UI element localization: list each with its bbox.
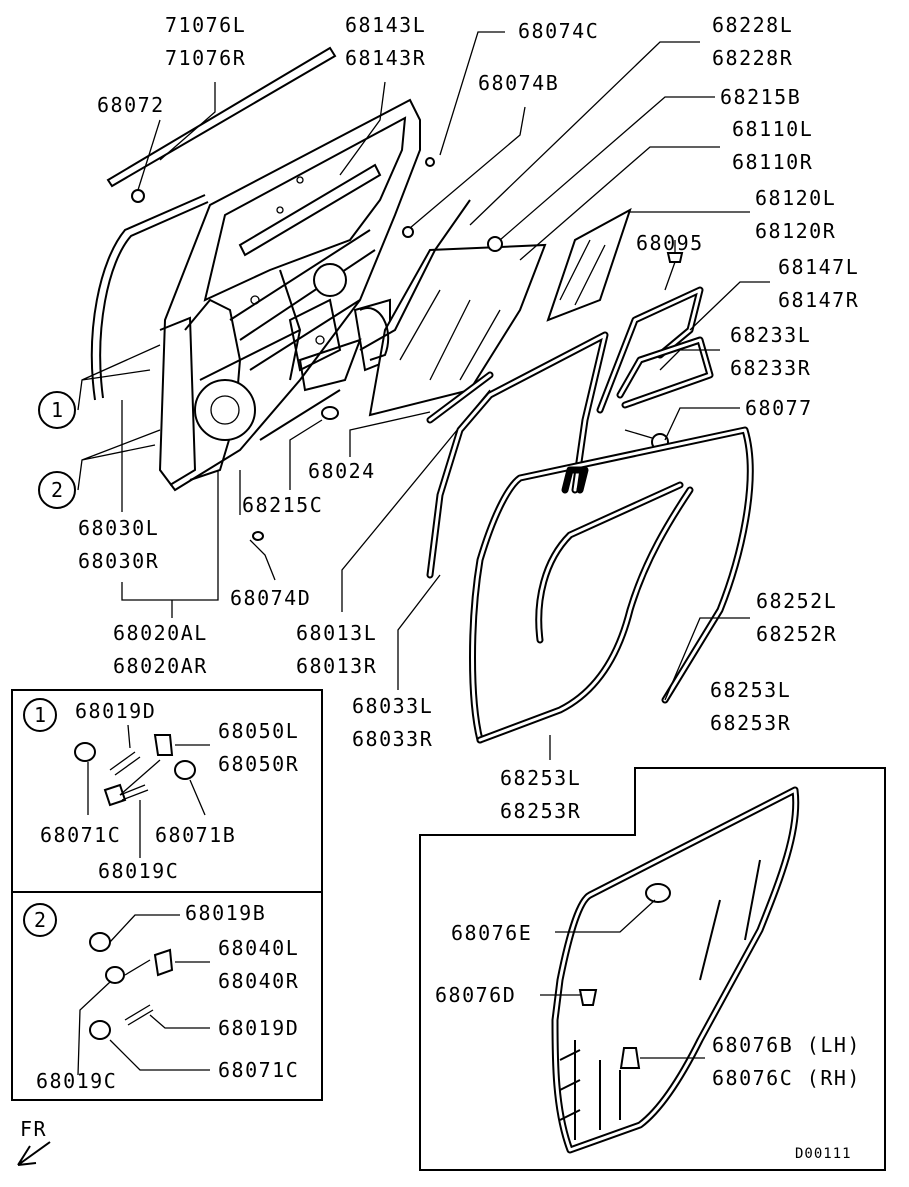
label-68253R-bottom: 68253R — [500, 799, 581, 823]
label-68095: 68095 — [636, 231, 704, 255]
label-71076R: 71076R — [165, 46, 246, 70]
label-68076C-RH: 68076C (RH) — [712, 1066, 861, 1090]
front-direction-arrow-icon — [17, 1141, 51, 1166]
callout-circle-2 — [38, 471, 76, 509]
label-68120R: 68120R — [755, 219, 836, 243]
plug-68215B-icon — [487, 236, 503, 252]
label-box1-68019C: 68019C — [98, 859, 179, 883]
plug-68024-icon — [321, 406, 339, 420]
label-68253L-top: 68253L — [710, 678, 791, 702]
label-68228L: 68228L — [712, 13, 793, 37]
label-68215C: 68215C — [242, 493, 323, 517]
label-box2-68040R: 68040R — [218, 969, 299, 993]
label-68033L: 68033L — [352, 694, 433, 718]
label-box1-68050L: 68050L — [218, 719, 299, 743]
label-68020AL: 68020AL — [113, 621, 208, 645]
door-glass — [368, 243, 547, 417]
label-box2-68019C: 68019C — [36, 1069, 117, 1093]
label-68076B-LH: 68076B (LH) — [712, 1033, 861, 1057]
box-1-callout-text: 1 — [34, 703, 48, 727]
detail-box-1-parts — [74, 724, 210, 858]
label-68074D: 68074D — [230, 586, 311, 610]
label-68120L: 68120L — [755, 186, 836, 210]
label-box1-68050R: 68050R — [218, 752, 299, 776]
box-2-callout-text: 2 — [34, 908, 48, 932]
label-71076L: 71076L — [165, 13, 246, 37]
label-68110R: 68110R — [732, 150, 813, 174]
label-68253L-bottom: 68253L — [500, 766, 581, 790]
label-68253R-top: 68253R — [710, 711, 791, 735]
screw-68095-icon — [666, 252, 684, 263]
label-68074B: 68074B — [478, 71, 559, 95]
door-weatherstrip-outer — [90, 194, 206, 401]
label-box2-68019D: 68019D — [218, 1016, 299, 1040]
clip-68076D-icon — [578, 989, 598, 1006]
label-box2-68019B: 68019B — [185, 901, 266, 925]
box-callout-circle-1 — [23, 698, 57, 732]
leader-lines — [77, 31, 770, 760]
label-box2-68071C: 68071C — [218, 1058, 299, 1082]
label-68143L: 68143L — [345, 13, 426, 37]
label-68252L: 68252L — [756, 589, 837, 613]
clip-68076E-icon — [645, 883, 671, 903]
label-68024: 68024 — [308, 459, 376, 483]
callout-circle-1 — [38, 391, 76, 429]
callout-1-text: 1 — [51, 398, 65, 422]
clip-68076B-icon — [619, 1047, 641, 1069]
inner-belt-strip — [238, 163, 382, 257]
belt-moulding — [106, 46, 337, 188]
label-68076D: 68076D — [435, 983, 516, 1007]
label-68013L: 68013L — [296, 621, 377, 645]
label-68030R: 68030R — [78, 549, 159, 573]
quarter-glass — [546, 207, 632, 322]
door-opening-weatherstrip — [469, 426, 754, 744]
label-68233L: 68233L — [730, 323, 811, 347]
diagram-code: D00111 — [795, 1146, 852, 1162]
label-68030L: 68030L — [78, 516, 159, 540]
label-68252R: 68252R — [756, 622, 837, 646]
detail-box-2-parts — [77, 914, 210, 1076]
label-68076E: 68076E — [451, 921, 532, 945]
label-68020AR: 68020AR — [113, 654, 208, 678]
detail-box-seal — [419, 767, 886, 1171]
door-trim-panel — [359, 199, 471, 351]
label-68074C: 68074C — [518, 19, 599, 43]
label-68013R: 68013R — [296, 654, 377, 678]
label-68215B: 68215B — [720, 85, 801, 109]
label-box1-68019D: 68019D — [75, 699, 156, 723]
label-box1-68071C: 68071C — [40, 823, 121, 847]
label-box2-68040L: 68040L — [218, 936, 299, 960]
label-68233R: 68233R — [730, 356, 811, 380]
front-label: FR — [20, 1117, 47, 1141]
door-panel-assembly — [158, 98, 421, 492]
label-68110L: 68110L — [732, 117, 813, 141]
detail-box — [11, 689, 323, 1101]
label-68147R: 68147R — [778, 288, 859, 312]
label-68072: 68072 — [97, 93, 165, 117]
label-68228R: 68228R — [712, 46, 793, 70]
clip-68072-icon — [131, 189, 145, 203]
label-68033R: 68033R — [352, 727, 433, 751]
callout-2-text: 2 — [51, 478, 65, 502]
label-box1-68071B: 68071B — [155, 823, 236, 847]
label-68147L: 68147L — [778, 255, 859, 279]
label-68077: 68077 — [745, 396, 813, 420]
box-callout-circle-2 — [23, 903, 57, 937]
label-68143R: 68143R — [345, 46, 426, 70]
